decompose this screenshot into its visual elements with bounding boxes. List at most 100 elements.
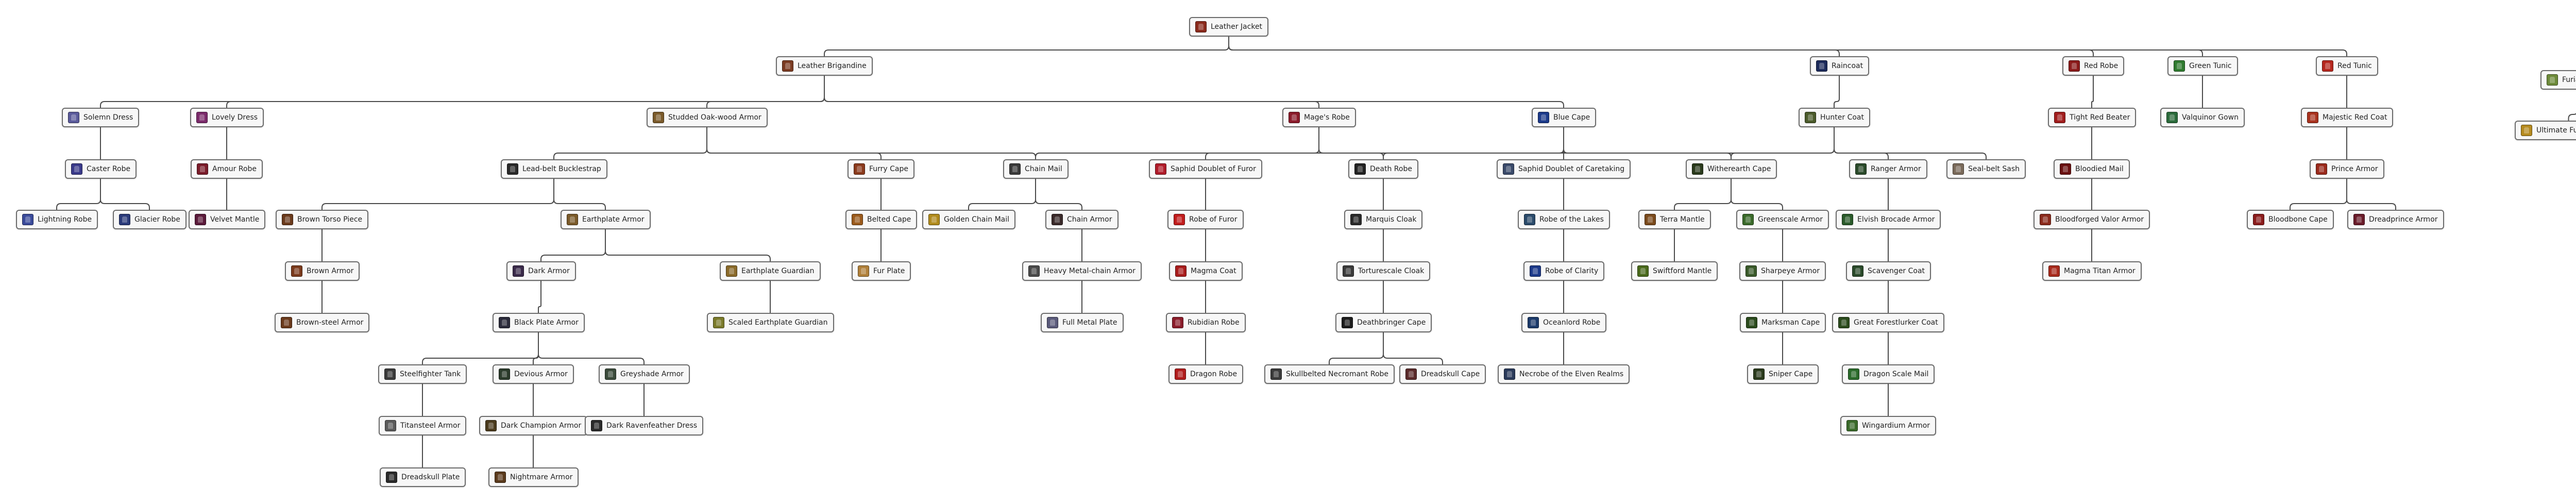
tree-node-label: Death Robe (1370, 165, 1412, 173)
tree-node-bloodied-mail[interactable]: Bloodied Mail (2054, 159, 2130, 179)
tree-node-dragon-scale-mail[interactable]: Dragon Scale Mail (1842, 364, 1935, 384)
tree-node-greyshade-armor[interactable]: Greyshade Armor (599, 364, 690, 384)
tree-node-necrobe-elven[interactable]: Necrobe of the Elven Realms (1498, 364, 1630, 384)
tree-node-earthplate-armor[interactable]: Earthplate Armor (561, 210, 651, 229)
tree-node-glacier-robe[interactable]: Glacier Robe (113, 210, 187, 229)
tree-node-terra-mantle[interactable]: Terra Mantle (1638, 210, 1711, 229)
tree-node-brown-torso[interactable]: Brown Torso Piece (276, 210, 369, 229)
tree-node-valquinor-gown[interactable]: Valquinor Gown (2160, 108, 2245, 127)
tree-node-saphid-caretaking[interactable]: Saphid Doublet of Caretaking (1497, 159, 1631, 179)
tree-node-dark-ravenfeather[interactable]: Dark Ravenfeather Dress (585, 416, 704, 435)
tree-node-robe-of-clarity[interactable]: Robe of Clarity (1523, 261, 1605, 281)
tree-node-studded-oak[interactable]: Studded Oak-wood Armor (647, 108, 768, 127)
sash-icon (1953, 163, 1964, 175)
chain-icon (1028, 265, 1040, 277)
tree-node-hunter-coat[interactable]: Hunter Coat (1799, 108, 1870, 127)
tree-node-dark-champion[interactable]: Dark Champion Armor (479, 416, 588, 435)
tree-node-velvet-mantle[interactable]: Velvet Mantle (189, 210, 266, 229)
tree-node-bloodbone-cape[interactable]: Bloodbone Cape (2247, 210, 2334, 229)
tree-node-marquis-cloak[interactable]: Marquis Cloak (1344, 210, 1423, 229)
robe-icon (1524, 214, 1535, 225)
tree-node-sniper-cape[interactable]: Sniper Cape (1747, 364, 1819, 384)
tree-node-steelfighter-tank[interactable]: Steelfighter Tank (378, 364, 467, 384)
tree-node-death-robe[interactable]: Death Robe (1348, 159, 1418, 179)
tree-node-furian-armor[interactable]: Furian Armor (2540, 70, 2576, 90)
tree-node-greenscale-armor[interactable]: Greenscale Armor (1736, 210, 1829, 229)
tree-node-label: Prince Armor (2331, 165, 2378, 173)
tree-node-chain-armor[interactable]: Chain Armor (1045, 210, 1118, 229)
tree-node-brown-armor[interactable]: Brown Armor (285, 261, 360, 281)
tree-node-dreadprince-armor[interactable]: Dreadprince Armor (2347, 210, 2444, 229)
tree-node-titansteel-armor[interactable]: Titansteel Armor (379, 416, 467, 435)
tree-node-full-metal-plate[interactable]: Full Metal Plate (1041, 313, 1124, 332)
tree-node-oceanlord-robe[interactable]: Oceanlord Robe (1521, 313, 1607, 332)
tree-node-dreadskull-cape[interactable]: Dreadskull Cape (1399, 364, 1486, 384)
connector-lead-belt-to-brown-torso (321, 179, 554, 210)
tree-node-red-robe[interactable]: Red Robe (2062, 56, 2125, 76)
tree-node-chain-mail[interactable]: Chain Mail (1003, 159, 1069, 179)
tree-node-robe-of-lakes[interactable]: Robe of the Lakes (1518, 210, 1610, 229)
tree-node-dreadskull-plate[interactable]: Dreadskull Plate (380, 467, 466, 487)
connector-caster-robe-to-lightning-robe (56, 179, 101, 210)
tree-node-skullbelted[interactable]: Skullbelted Necromant Robe (1264, 364, 1395, 384)
tree-node-black-plate[interactable]: Black Plate Armor (493, 313, 585, 332)
tree-node-brown-steel[interactable]: Brown-steel Armor (275, 313, 370, 332)
tree-node-blue-cape[interactable]: Blue Cape (1532, 108, 1597, 127)
tree-node-dark-armor[interactable]: Dark Armor (506, 261, 576, 281)
tree-node-heavy-metal-chain[interactable]: Heavy Metal-chain Armor (1022, 261, 1142, 281)
tree-node-great-forestlurker[interactable]: Great Forestlurker Coat (1832, 313, 1944, 332)
tree-node-scaled-earthplate[interactable]: Scaled Earthplate Guardian (707, 313, 834, 332)
tree-node-leather-jacket[interactable]: Leather Jacket (1189, 17, 1269, 37)
armor-icon (2316, 163, 2327, 175)
connector-leather-brigandine-to-studded-oak (706, 76, 825, 108)
tree-node-label: Seal-belt Sash (1968, 165, 2020, 173)
tree-node-earthplate-guardian[interactable]: Earthplate Guardian (720, 261, 821, 281)
mantle-icon (1637, 265, 1649, 277)
tree-node-lightning-robe[interactable]: Lightning Robe (16, 210, 98, 229)
tree-node-lead-belt[interactable]: Lead-belt Bucklestrap (501, 159, 607, 179)
robe-icon (1172, 317, 1183, 328)
tunic-icon (2322, 60, 2333, 72)
connector-earthplate-armor-to-earthplate-guardian (605, 229, 771, 261)
tree-node-deathbringer-cape[interactable]: Deathbringer Cape (1335, 313, 1432, 332)
tree-node-magma-titan[interactable]: Magma Titan Armor (2042, 261, 2142, 281)
tree-node-tight-red-beater[interactable]: Tight Red Beater (2048, 108, 2137, 127)
tree-node-nightmare-armor[interactable]: Nightmare Armor (488, 467, 579, 487)
tree-node-seal-belt-sash[interactable]: Seal-belt Sash (1946, 159, 2026, 179)
tree-node-solemn-dress[interactable]: Solemn Dress (62, 108, 140, 127)
tree-node-prince-armor[interactable]: Prince Armor (2310, 159, 2384, 179)
tree-node-amour-robe[interactable]: Amour Robe (191, 159, 263, 179)
tree-node-mages-robe[interactable]: Mage's Robe (1282, 108, 1356, 127)
tree-node-green-tunic[interactable]: Green Tunic (2167, 56, 2238, 76)
tree-node-fur-plate[interactable]: Fur Plate (852, 261, 911, 281)
tree-node-bloodforged-valor[interactable]: Bloodforged Valor Armor (2033, 210, 2150, 229)
tree-node-ranger-armor[interactable]: Ranger Armor (1849, 159, 1927, 179)
connector-lead-belt-to-earthplate-armor (553, 179, 606, 210)
tree-node-swiftford-mantle[interactable]: Swiftford Mantle (1631, 261, 1718, 281)
tree-node-robe-of-furor[interactable]: Robe of Furor (1167, 210, 1244, 229)
tree-node-lovely-dress[interactable]: Lovely Dress (190, 108, 264, 127)
tree-node-majestic-red-coat[interactable]: Majestic Red Coat (2301, 108, 2394, 127)
connector-black-plate-to-greyshade-armor (538, 332, 645, 364)
tree-node-devious-armor[interactable]: Devious Armor (493, 364, 574, 384)
tree-node-witherearth-cape[interactable]: Witherearth Cape (1686, 159, 1777, 179)
tree-node-belted-cape[interactable]: Belted Cape (845, 210, 918, 229)
tree-node-caster-robe[interactable]: Caster Robe (65, 159, 137, 179)
tree-node-golden-chain-mail[interactable]: Golden Chain Mail (922, 210, 1016, 229)
tree-node-dragon-robe[interactable]: Dragon Robe (1168, 364, 1244, 384)
tree-node-marksman-cape[interactable]: Marksman Cape (1740, 313, 1826, 332)
tree-node-rubidian-robe[interactable]: Rubidian Robe (1166, 313, 1246, 332)
tree-node-elvish-brocade[interactable]: Elvish Brocade Armor (1836, 210, 1941, 229)
robe-icon (119, 214, 130, 225)
tree-node-saphid-furor[interactable]: Saphid Doublet of Furor (1149, 159, 1262, 179)
tree-node-ultimate-furian-armor[interactable]: Ultimate Furian Armor (2515, 121, 2576, 140)
tree-node-torturescale-cloak[interactable]: Torturescale Cloak (1336, 261, 1431, 281)
tree-node-wingardium-armor[interactable]: Wingardium Armor (1840, 416, 1937, 435)
tree-node-furry-cape[interactable]: Furry Cape (848, 159, 915, 179)
tree-node-magma-coat[interactable]: Magma Coat (1169, 261, 1243, 281)
tree-node-sharpeye-armor[interactable]: Sharpeye Armor (1739, 261, 1826, 281)
tree-node-raincoat[interactable]: Raincoat (1810, 56, 1870, 76)
tree-node-scavenger-coat[interactable]: Scavenger Coat (1846, 261, 1931, 281)
tree-node-red-tunic[interactable]: Red Tunic (2316, 56, 2378, 76)
tree-node-leather-brigandine[interactable]: Leather Brigandine (776, 56, 873, 76)
